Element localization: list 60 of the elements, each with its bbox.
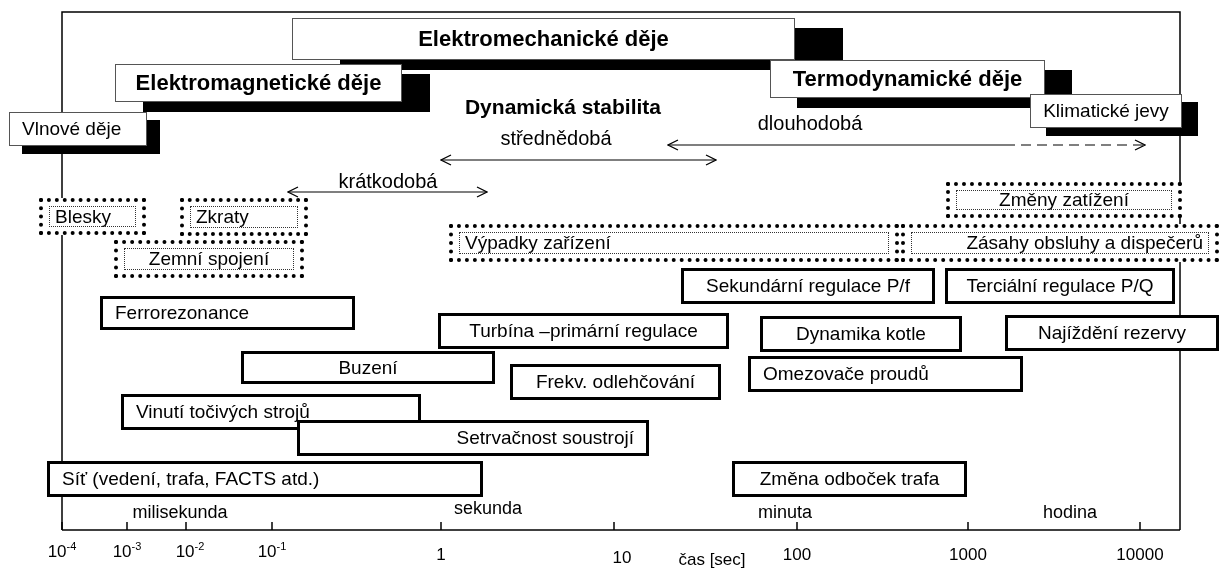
range-label: krátkodobá <box>338 170 438 193</box>
time-unit-label: hodina <box>1042 502 1098 523</box>
process-box <box>297 420 649 456</box>
box-label: Setrvačnost soustrojí <box>456 427 634 449</box>
box-label: Síť (vedení, trafa, FACTS atd.) <box>62 468 320 490</box>
axis-tick-label: 100 <box>782 545 812 565</box>
box-label: Klimatické jevy <box>1043 100 1169 122</box>
axis-tick-label: 10$^{-3}$ <box>112 540 142 562</box>
dotted-box <box>114 240 304 278</box>
process-box <box>438 313 729 349</box>
dotted-box <box>39 198 146 235</box>
time-unit-label: minuta <box>758 502 812 523</box>
process-box <box>760 316 962 352</box>
box-label: Změna odboček trafa <box>759 468 940 490</box>
process-box <box>241 351 495 384</box>
process-box <box>1005 315 1219 351</box>
box-label: Buzení <box>338 356 398 379</box>
range-label: dlouhodobá <box>757 112 863 135</box>
box-label: Termodynamické děje <box>792 66 1023 92</box>
process-box <box>945 268 1175 304</box>
axis-tick-label: 10$^{-2}$ <box>175 540 205 562</box>
box-label: Frekv. odlehčování <box>535 371 696 393</box>
box-label: Ferrorezonance <box>115 302 250 324</box>
box-label: Výpadky zařízení <box>465 232 611 254</box>
axis-tick-label: 10$^{-4}$ <box>47 540 77 562</box>
process-box <box>510 364 721 400</box>
axis-tick-label: 1 <box>436 545 446 565</box>
axis-tick-label: 1000 <box>949 545 987 565</box>
box-label: Sekundární regulace P/f <box>706 275 910 297</box>
box-label: Zemní spojení <box>148 248 270 270</box>
box-label: Terciální regulace P/Q <box>966 275 1154 297</box>
box-label: Dynamika kotle <box>796 323 926 345</box>
time-unit-label: sekunda <box>453 498 523 519</box>
dotted-box <box>180 198 308 236</box>
process-box <box>732 461 967 497</box>
time-unit-label: milisekunda <box>132 502 228 523</box>
box-label: Turbína –primární regulace <box>469 320 698 342</box>
box-label: Blesky <box>55 205 111 228</box>
axis-tick-label: 10000 <box>1116 545 1164 565</box>
axis-tick-label: čas [sec] <box>678 550 746 570</box>
box-label: Elektromagnetické děje <box>135 70 382 96</box>
box-label: Vinutí točivých strojů <box>136 401 310 423</box>
dotted-box <box>946 182 1182 218</box>
box-label: Elektromechanické děje <box>418 26 669 52</box>
axis-tick-label: 10 <box>612 548 632 568</box>
process-box <box>100 296 355 330</box>
range-label: střednědobá <box>500 127 612 150</box>
box-label: Najíždění rezervy <box>1038 322 1186 344</box>
heading-label: Dynamická stabilita <box>464 95 662 119</box>
process-box <box>681 268 935 304</box>
box-label: Zásahy obsluhy a dispečerů <box>966 232 1203 254</box>
box-label: Změny zatížení <box>999 189 1129 211</box>
dotted-box <box>449 224 899 262</box>
box-label: Vlnové děje <box>22 118 122 140</box>
process-box <box>748 356 1023 392</box>
dotted-box <box>901 224 1219 262</box>
axis-tick-label: 10$^{-1}$ <box>257 540 287 562</box>
process-box <box>47 461 483 497</box>
box-label: Zkraty <box>196 206 249 228</box>
box-label: Omezovače proudů <box>763 363 929 385</box>
